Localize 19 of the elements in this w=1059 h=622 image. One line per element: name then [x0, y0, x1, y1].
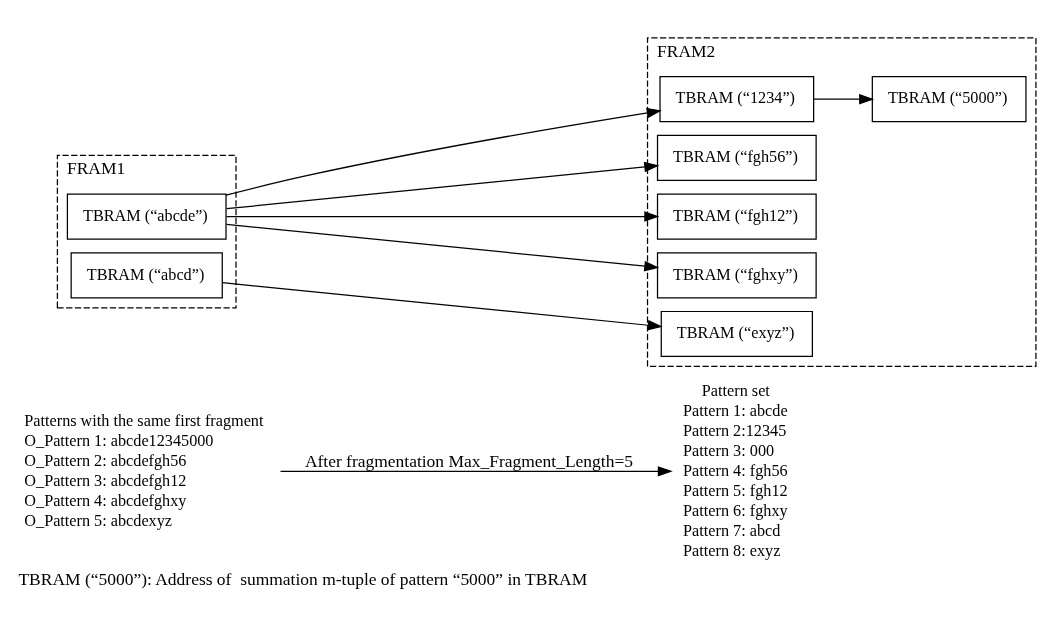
node-box: TBRAM (“abcd”): [70, 251, 223, 298]
node-box: TBRAM (“abcde”): [66, 192, 227, 240]
arrow: [225, 161, 660, 209]
node-box: TBRAM (“fghxy”): [656, 251, 817, 298]
arrow: [221, 281, 663, 330]
node-box: TBRAM (“fgh12”): [656, 192, 817, 240]
edge-label: After fragmentation Max_Fragment_Length=5: [304, 450, 633, 471]
node-box: TBRAM (“exyz”): [660, 310, 813, 357]
arrow: [225, 223, 660, 271]
node-box: TBRAM (“1234”): [659, 75, 815, 122]
arrow: [813, 93, 875, 104]
node-text: Pattern set Pattern 1: abcde Pattern 2:12345 Pattern 3: 000 Pattern 4: fgh56 Pattern 5: fgh12 Pattern 6: fghxy Pattern 7: abcd Pattern 8: exyz: [683, 381, 788, 560]
node-box: TBRAM (“5000”): [871, 75, 1027, 122]
arrow: [225, 107, 662, 196]
node-box: TBRAM (“fgh56”): [656, 134, 817, 181]
arrow: [225, 210, 660, 222]
caption: TBRAM (“5000”): Address of summation m-tuple of pattern “5000” in TBRAM: [18, 568, 588, 589]
node-text: Patterns with the same first fragment O_Pattern 1: abcde12345000 O_Pattern 2: abcdefgh56 O_Pattern 3: abcdefgh12 O_Pattern 4: abcdefghxy O_Pattern 5: abcdexyz: [24, 411, 264, 530]
arrow: [279, 465, 673, 477]
